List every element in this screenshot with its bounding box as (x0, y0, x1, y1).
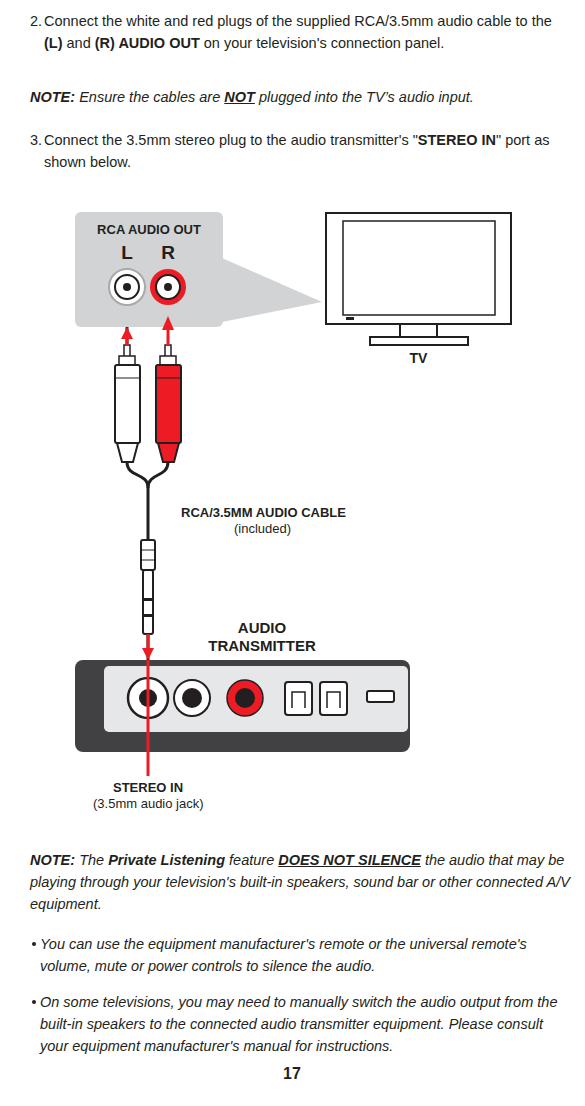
text-run: NOT (224, 89, 255, 105)
cable-label: RCA/3.5MM AUDIO CABLE (179, 505, 348, 521)
step-number: 3. (30, 129, 44, 151)
text-run: plugged into the TV’s audio input. (259, 89, 474, 105)
tv: TV (325, 212, 516, 325)
audio-out-panel (75, 212, 322, 327)
node-text: RCA AUDIO OUT (75, 222, 223, 238)
paragraph-body: NOTE: Ensure the cables are NOT plugged … (30, 86, 570, 108)
transmitter-drawing (75, 660, 410, 776)
text-run: You can use the equipment manufacturer's… (40, 936, 527, 974)
text-run: DOES NOT SILENCE (278, 852, 421, 868)
paragraph-body: Connect the 3.5mm stereo plug to the aud… (44, 129, 570, 173)
paragraph: On some televisions, you may need to man… (30, 991, 570, 1057)
port-note: (3.5mm audio jack) (91, 796, 206, 812)
audio-out-panel: RCA AUDIO OUT LR (75, 212, 227, 327)
rca-plugs (115, 316, 181, 488)
text-run: On some televisions, you may need to man… (40, 994, 557, 1054)
page-number: 17 (281, 1064, 303, 1083)
tv-drawing (326, 213, 511, 345)
paragraph-body: You can use the equipment manufacturer's… (40, 933, 570, 977)
node-text: AUDIO TRANSMITTER (192, 619, 332, 655)
text-run: feature (229, 852, 274, 868)
cable-note: (included) (232, 521, 293, 537)
paragraph: NOTE: The Private Listening feature DOES… (30, 849, 570, 915)
text-run: NOTE: (30, 852, 75, 868)
node-text: R (156, 242, 180, 264)
paragraph: 3.Connect the 3.5mm stereo plug to the a… (30, 129, 570, 173)
paragraph-body: On some televisions, you may need to man… (40, 991, 570, 1057)
text-run: Connect the white and red plugs of the s… (44, 13, 552, 29)
cable-connector (127, 327, 148, 660)
notes-bottom: NOTE: The Private Listening feature DOES… (30, 849, 570, 1057)
text-run: NOTE: (30, 89, 75, 105)
bullet-dot (32, 1000, 36, 1004)
bullet-dot (32, 942, 36, 946)
paragraph-body: Connect the white and red plugs of the s… (44, 10, 570, 54)
text-run: and (67, 35, 91, 51)
text-run: STEREO IN (418, 132, 496, 148)
paragraph: 2.Connect the white and red plugs of the… (30, 10, 570, 54)
text-run: Connect the 3.5mm stereo plug to the aud… (44, 132, 418, 148)
text-run: (L) (44, 35, 63, 51)
node-text: TV (325, 350, 512, 367)
paragraph: You can use the equipment manufacturer's… (30, 933, 570, 977)
stereo-plug (141, 540, 155, 650)
step-number: 2. (30, 10, 44, 32)
audio-transmitter: AUDIO TRANSMITTER (75, 660, 410, 752)
port-name: STEREO IN (111, 780, 185, 796)
text-run: Ensure the cables are (79, 89, 220, 105)
text-run: (R) AUDIO OUT (95, 35, 200, 51)
node-text: L (115, 242, 139, 264)
paragraph: NOTE: Ensure the cables are NOT plugged … (30, 86, 570, 108)
paragraph-body: NOTE: The Private Listening feature DOES… (30, 849, 570, 915)
text-run: The (79, 852, 104, 868)
text-run: on your television's connection panel. (204, 35, 445, 51)
text-run: Private Listening (108, 852, 225, 868)
instructions-top: 2.Connect the white and red plugs of the… (30, 10, 570, 173)
